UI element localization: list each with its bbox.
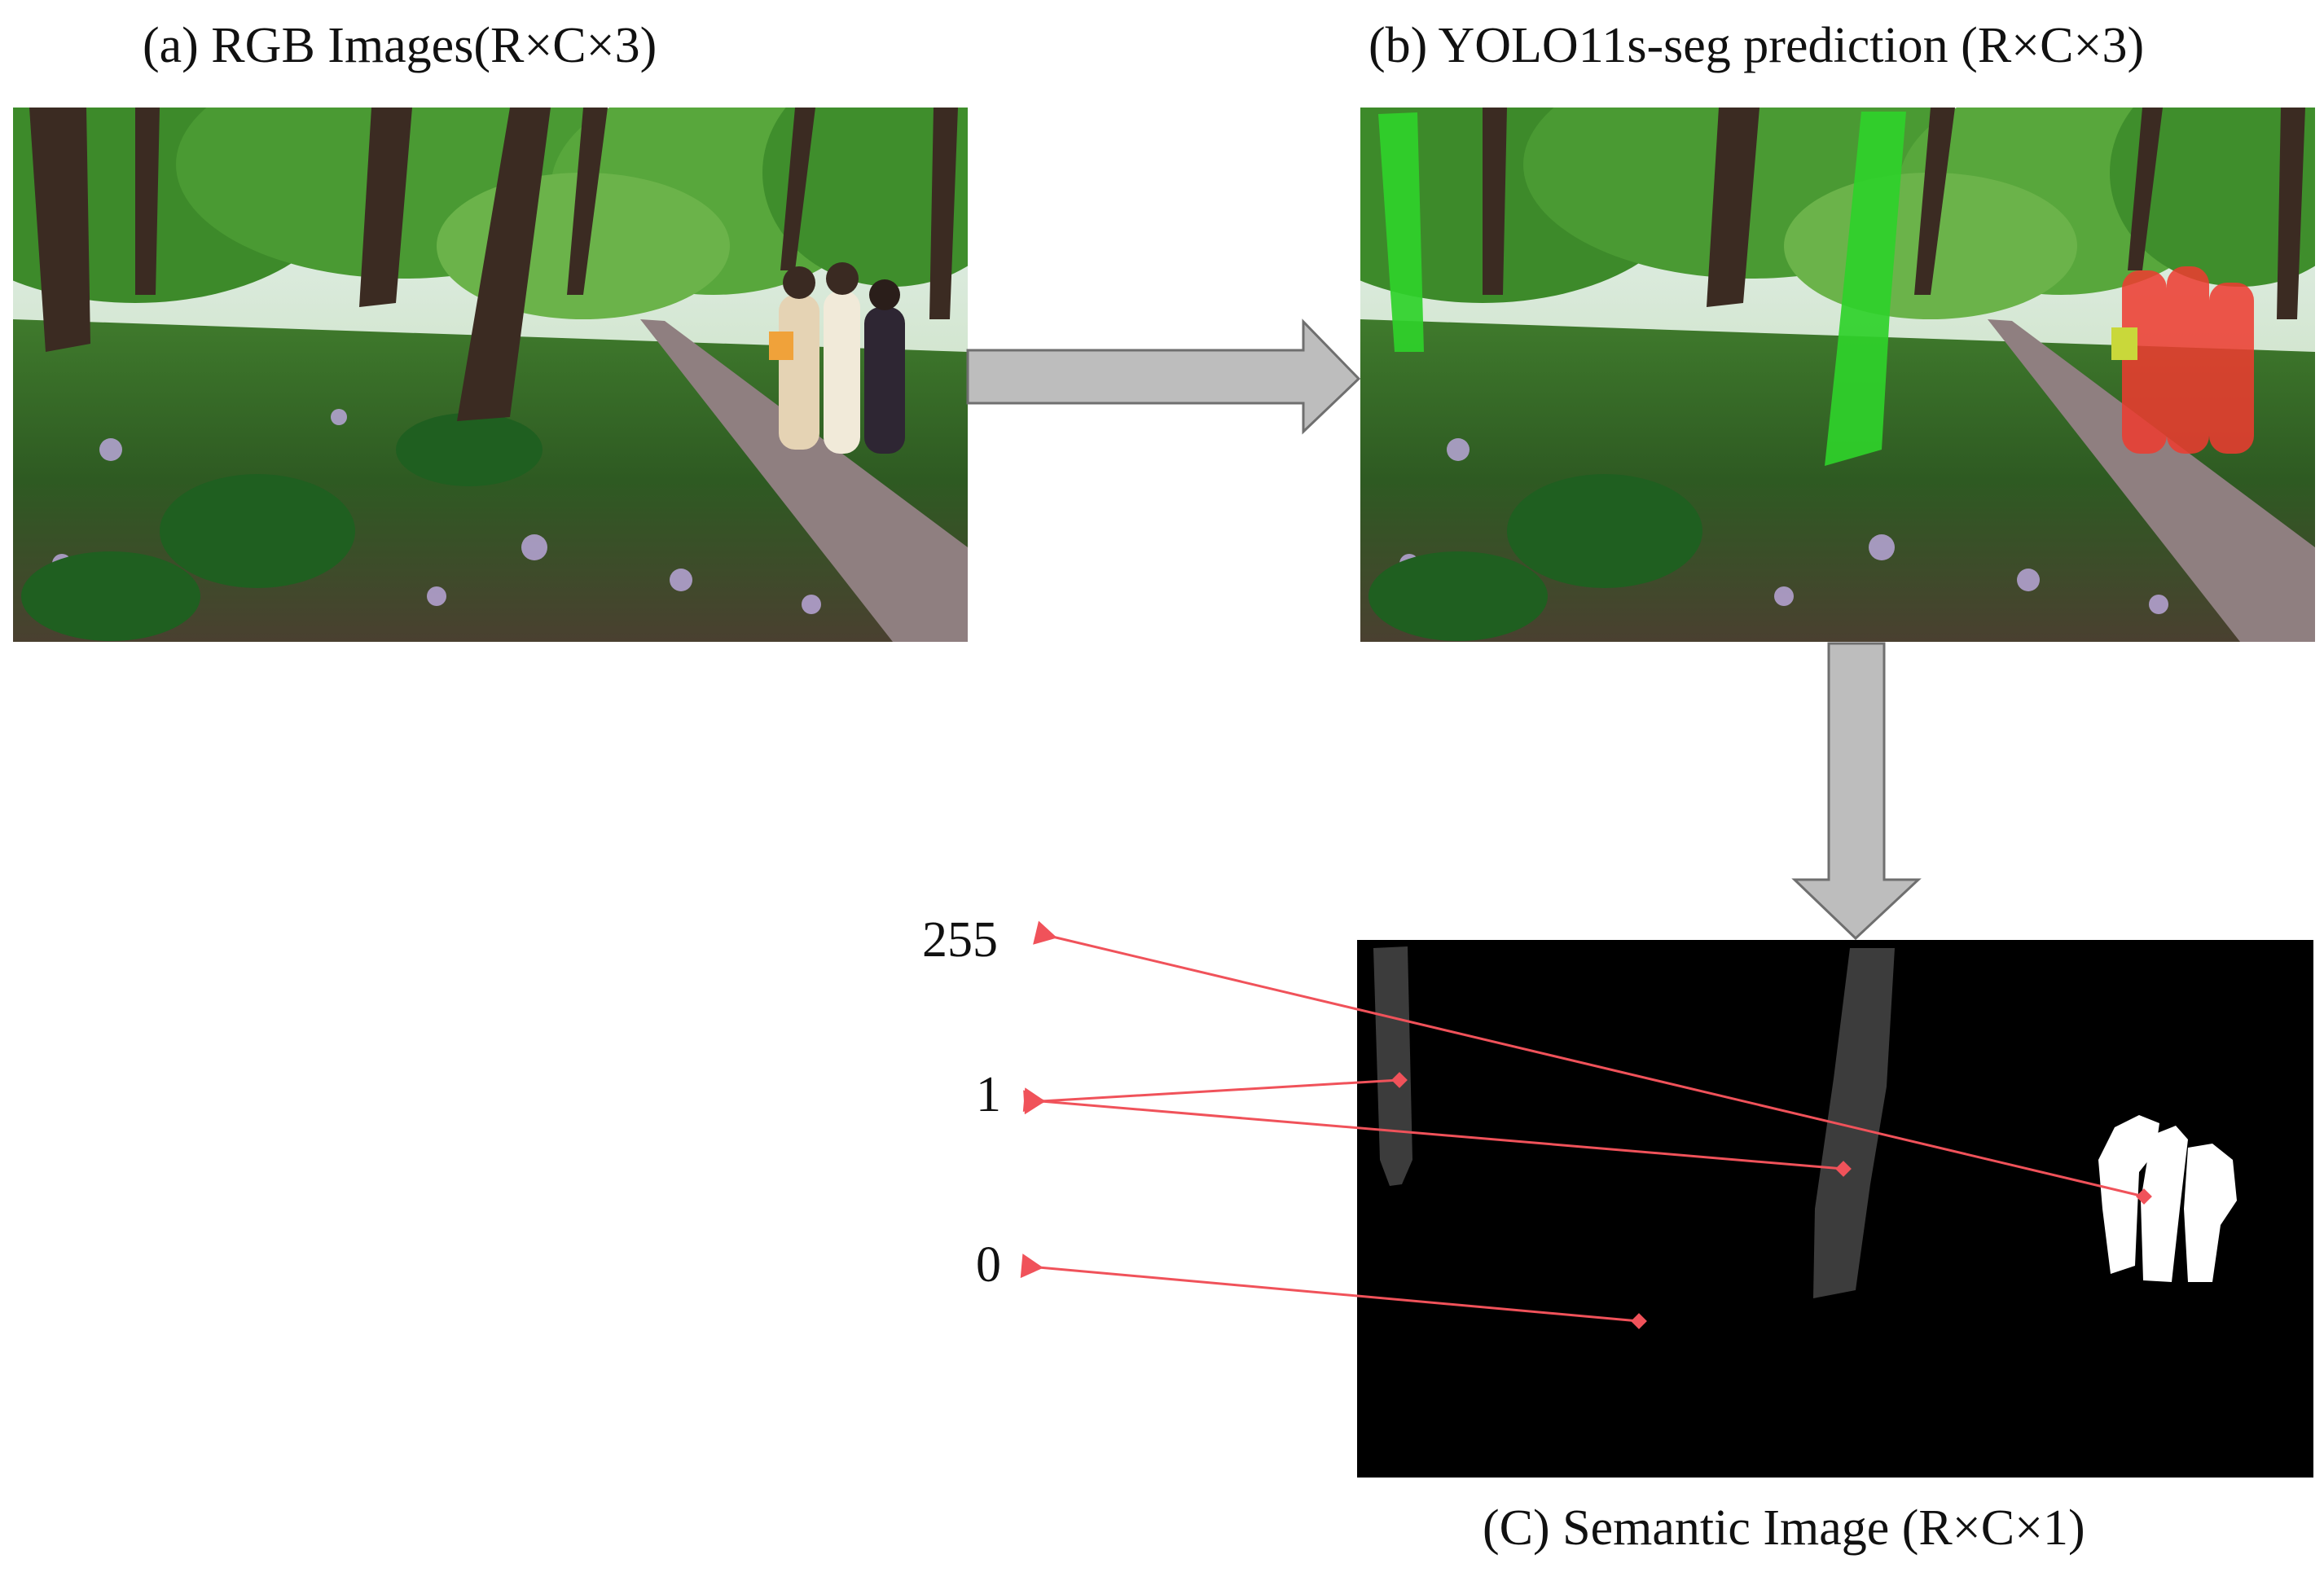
tree-mask-overlay-left <box>1378 112 1424 352</box>
arrow-rgb-to-prediction <box>966 318 1361 435</box>
person-mask <box>2098 1115 2237 1282</box>
tree-mask-right <box>1813 948 1895 1298</box>
semantic-image-panel <box>1357 940 2313 1478</box>
caption-rgb-images: (a) RGB Images(R×C×3) <box>143 18 657 73</box>
person-mask-overlay <box>2122 266 2254 454</box>
value-label-0: 0 <box>976 1237 1001 1293</box>
yolo-overlay-scene <box>1360 108 2315 642</box>
tree-mask-left <box>1373 946 1412 1186</box>
value-label-1: 1 <box>976 1067 1001 1122</box>
pointer-1-tree-right <box>1022 1087 1844 1170</box>
pointer-255-person <box>1033 920 2145 1198</box>
value-label-255: 255 <box>922 912 998 968</box>
arrow-prediction-to-semantic <box>1791 642 1922 941</box>
caption-yolo-prediction: (b) YOLO11s-seg prediction (R×C×3) <box>1368 18 2145 73</box>
pointer-dot-background <box>1631 1313 1647 1329</box>
rgb-image-panel <box>13 108 968 642</box>
tree-mask-overlay-right <box>1825 112 1906 466</box>
pointer-0-background <box>1020 1254 1640 1323</box>
yolo-prediction-panel <box>1360 108 2315 642</box>
semantic-mask <box>1373 946 2237 1298</box>
pointer-dot-person <box>2136 1188 2152 1205</box>
rgb-park-scene <box>13 108 968 642</box>
caption-semantic-image: (C) Semantic Image (R×C×1) <box>1483 1500 2085 1556</box>
pointer-dot-tree-left <box>1391 1072 1408 1088</box>
pointer-1-tree-left <box>1023 1078 1400 1115</box>
pointer-dot-tree-right <box>1835 1161 1852 1177</box>
